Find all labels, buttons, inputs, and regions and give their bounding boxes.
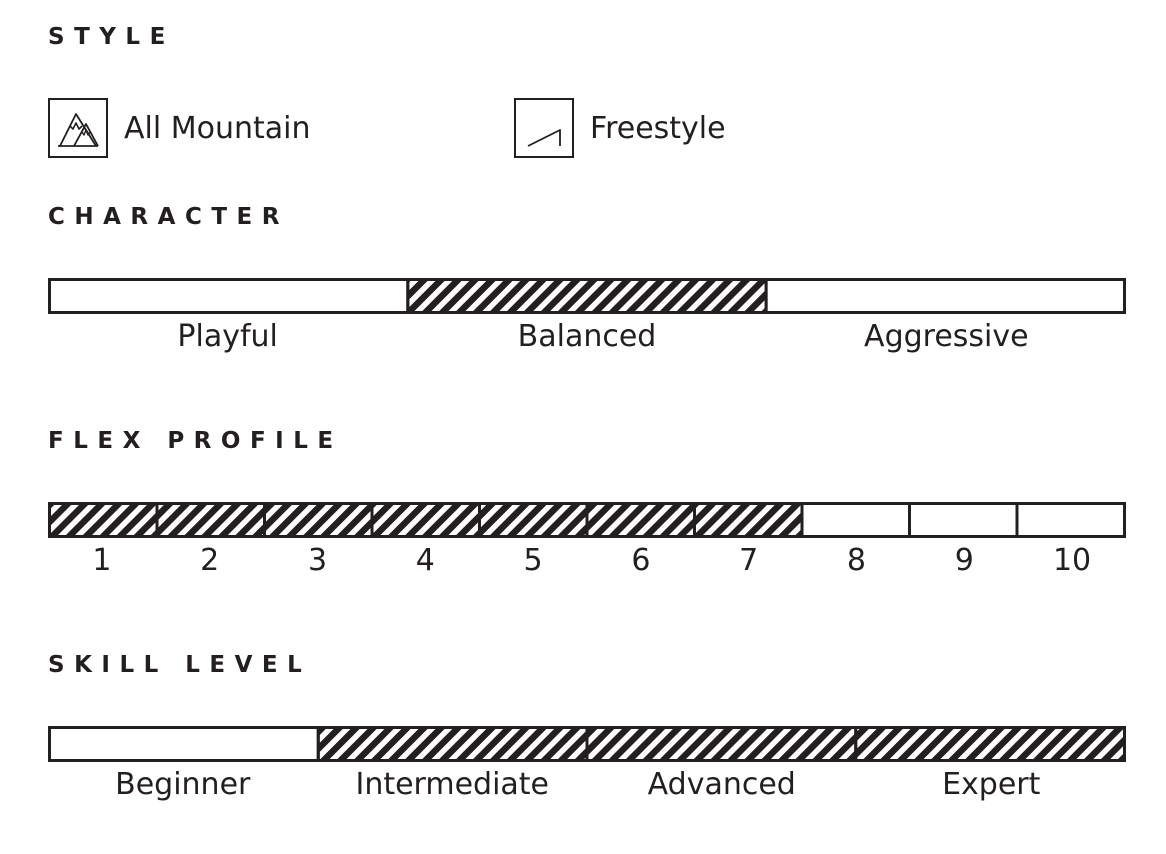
flex-profile-segment-8 [800,502,911,538]
flex-profile-labels: 1 2 3 4 5 6 7 8 9 10 [48,543,1126,579]
style-label-all-mountain: All Mountain [124,110,311,146]
style-label-freestyle: Freestyle [590,110,726,146]
mountain-icon [48,98,108,158]
character-heading: CHARACTER [48,204,289,230]
skill-level-segment-1 [48,726,320,762]
character-segment-2 [406,278,768,314]
flex-profile-segment-9 [908,502,1019,538]
flex-profile-segment-10 [1015,502,1126,538]
flex-profile-label-8: 8 [846,543,867,578]
skill-level-segment-4 [854,726,1126,762]
flex-profile-label-1: 1 [92,543,112,578]
flex-profile-label-9: 9 [954,543,974,578]
skill-level-segment-3 [585,726,858,762]
flex-profile-heading: FLEX PROFILE [48,428,343,454]
character-labels: Playful Balanced Aggressive [48,319,1126,355]
character-label-1: Playful [177,319,278,354]
flex-profile-segment-5 [478,502,589,538]
flex-profile-segment-4 [370,502,481,538]
flex-profile-label-7: 7 [739,543,759,578]
skill-level-label-1: Beginner [115,767,251,802]
flex-profile-label-4: 4 [415,543,435,578]
flex-profile-segment-2 [155,502,266,538]
flex-profile-label-2: 2 [200,543,220,578]
flex-profile-label-6: 6 [631,543,651,578]
skill-level-heading: SKILL LEVEL [48,652,312,678]
character-segment-3 [764,278,1126,314]
style-heading: STYLE [48,24,175,50]
flex-profile-label-3: 3 [307,543,328,578]
flex-profile-label-5: 5 [523,543,543,578]
ramp-icon [514,98,574,158]
character-bar [48,278,1126,314]
flex-profile-bar [48,502,1126,538]
flex-profile-segment-1 [48,502,159,538]
skill-level-labels: Beginner Intermediate Advanced Expert [48,767,1126,803]
skill-level-segment-2 [316,726,589,762]
flex-profile-segment-7 [693,502,804,538]
skill-level-label-4: Expert [942,767,1041,802]
flex-profile-segment-3 [263,502,374,538]
character-label-3: Aggressive [864,319,1029,354]
skill-level-bar [48,726,1126,762]
flex-profile-segment-6 [585,502,696,538]
skill-level-label-2: Intermediate [355,767,550,802]
skill-level-label-3: Advanced [647,767,796,802]
style-item-freestyle: Freestyle [514,98,726,158]
style-item-all-mountain: All Mountain [48,98,311,158]
flex-profile-label-10: 10 [1052,543,1092,578]
character-segment-1 [48,278,410,314]
character-label-2: Balanced [517,319,657,354]
